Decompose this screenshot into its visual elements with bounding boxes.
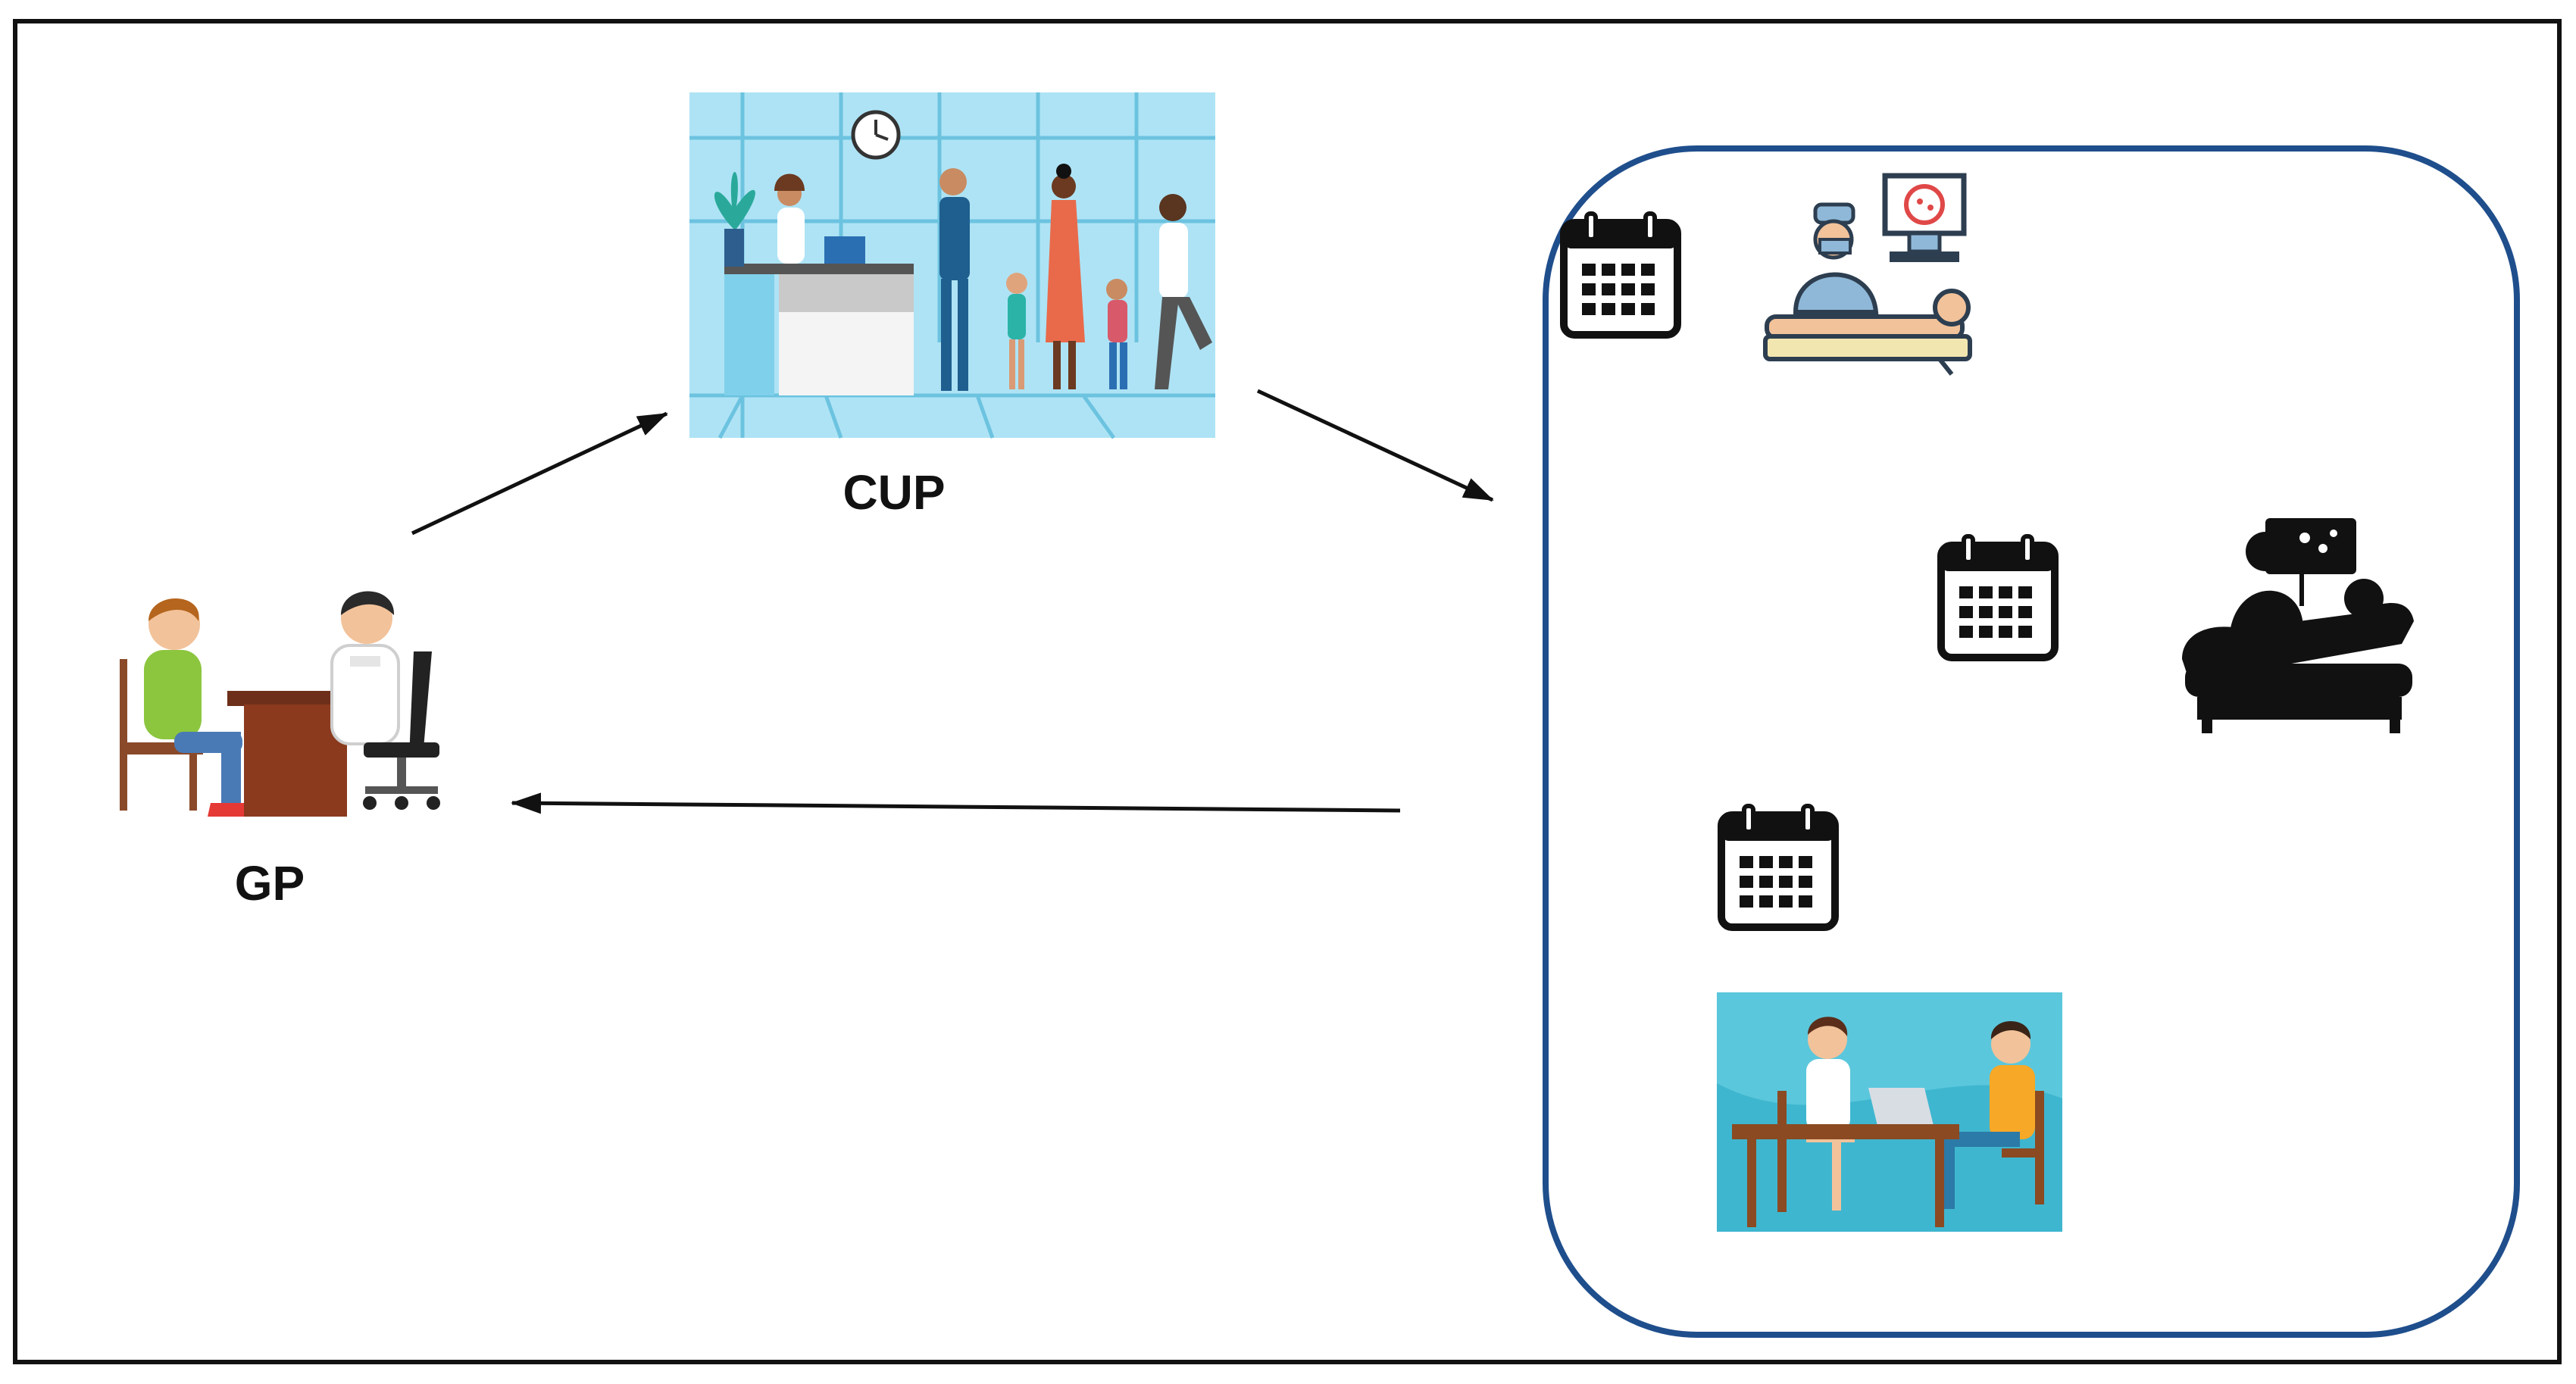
- calendar-icon: [1564, 214, 1677, 335]
- arrow-gp-to-cup: [411, 411, 668, 536]
- cup-waiting-room-illustration: [689, 92, 1215, 439]
- gp-label: GP: [235, 856, 305, 911]
- cup-label: CUP: [843, 465, 945, 520]
- ultrasound-exam-icon: [2182, 518, 2414, 733]
- arrow-cup-to-pathway: [1256, 389, 1494, 502]
- calendar-icon: [1721, 806, 1835, 927]
- calendar-icon: [1941, 536, 2055, 658]
- specialist-visit-illustration: [1717, 992, 2062, 1232]
- outer-frame: [13, 19, 2562, 1364]
- specialist-pathway-group: [1543, 145, 2520, 1338]
- arrow-pathway-to-gp: [511, 792, 1401, 814]
- gp-consultation-illustration: [120, 591, 440, 817]
- surgeon-procedure-illustration: [1763, 173, 1972, 376]
